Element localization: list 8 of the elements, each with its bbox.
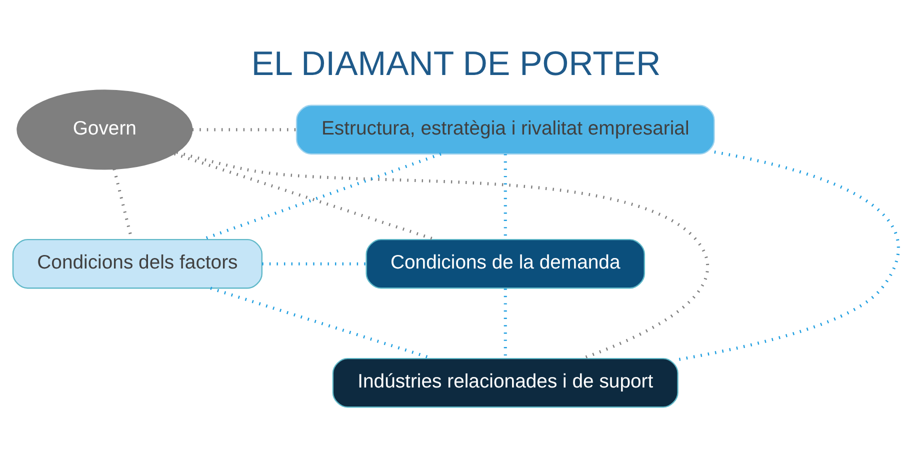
connector [678,150,900,362]
connector [176,150,709,360]
node-box: Condicions de la demanda [366,238,646,289]
node-box: Indústries relacionades i de suport [332,358,678,408]
diagram-title: EL DIAMANT DE PORTER [251,44,661,83]
node-box: Estructura, estratègia i rivalitat empresarial [296,104,715,155]
node-ellipse: Govern [16,90,193,170]
node-box: Condicions dels factors [12,238,263,289]
